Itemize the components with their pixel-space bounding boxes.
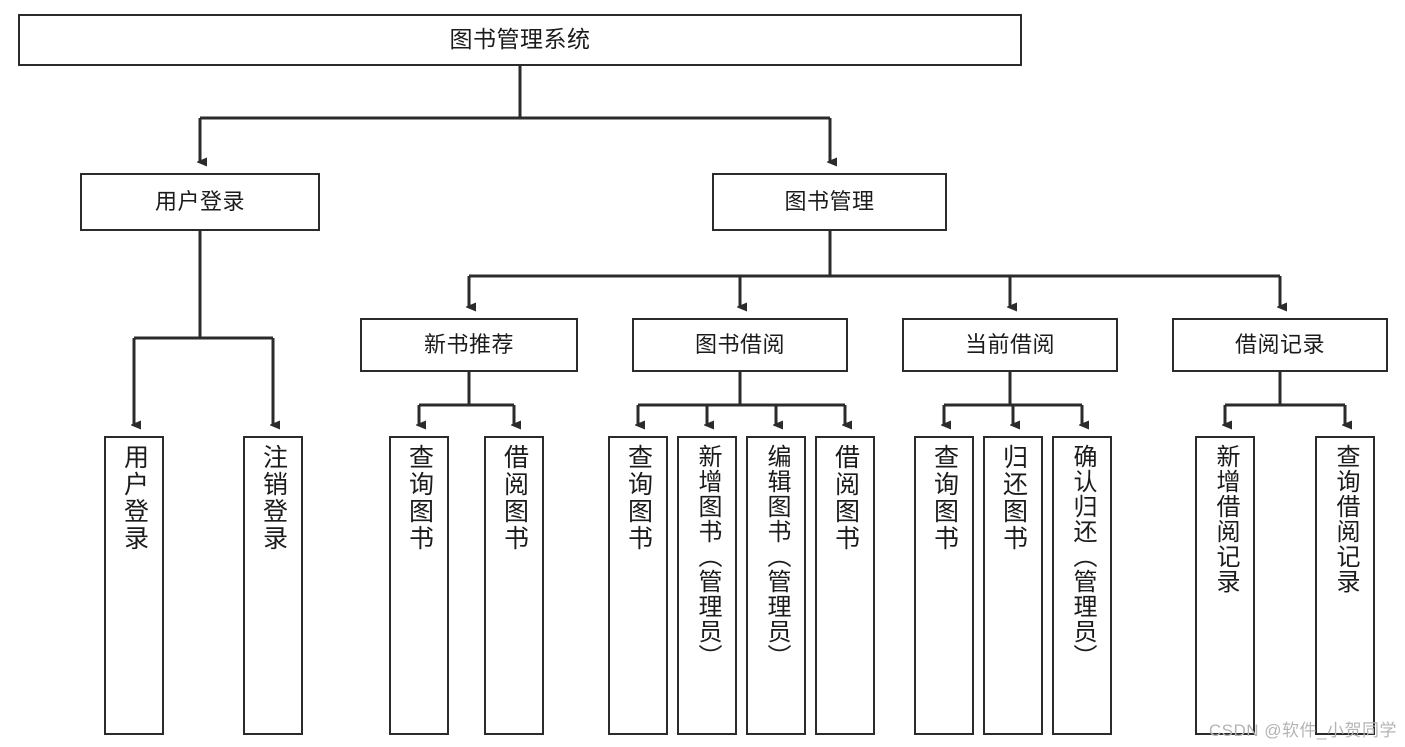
node-label: 当前借阅 [964, 332, 1055, 358]
node-label: 用户登录 [154, 189, 245, 215]
node-label: 新书推荐 [423, 332, 514, 358]
node-label: 图书管理 [784, 189, 875, 215]
node-label: 用户登录 [120, 444, 149, 552]
node-leaf-query-book-2[interactable]: 查询图书 [608, 436, 668, 735]
node-label: 查询借阅记录 [1332, 444, 1359, 594]
node-leaf-confirm-ret[interactable]: 确认归还（管理员） [1052, 436, 1112, 735]
node-leaf-query-book-3[interactable]: 查询图书 [914, 436, 974, 735]
node-label: 归还图书 [999, 444, 1028, 552]
node-label: 查询图书 [405, 444, 434, 552]
node-label: 注销登录 [259, 444, 288, 552]
node-new-book-rec[interactable]: 新书推荐 [360, 318, 578, 372]
node-label: 借阅记录 [1234, 332, 1325, 358]
node-leaf-logout[interactable]: 注销登录 [243, 436, 303, 735]
node-label: 查询图书 [930, 444, 959, 552]
watermark-text: CSDN @软件_小贺同学 [1208, 721, 1397, 740]
node-label: 编辑图书（管理员） [763, 444, 790, 669]
node-label: 借阅图书 [831, 444, 860, 552]
node-label: 图书借阅 [694, 332, 785, 358]
node-book-borrow[interactable]: 图书借阅 [632, 318, 848, 372]
node-leaf-borrow-book-1[interactable]: 借阅图书 [484, 436, 544, 735]
node-borrow-record[interactable]: 借阅记录 [1172, 318, 1388, 372]
node-leaf-add-record[interactable]: 新增借阅记录 [1195, 436, 1255, 735]
node-leaf-return-book[interactable]: 归还图书 [983, 436, 1043, 735]
node-book-manage[interactable]: 图书管理 [712, 173, 947, 231]
node-leaf-query-book-1[interactable]: 查询图书 [389, 436, 449, 735]
node-label: 查询图书 [624, 444, 653, 552]
node-current-borrow[interactable]: 当前借阅 [902, 318, 1118, 372]
node-user-login[interactable]: 用户登录 [80, 173, 320, 231]
node-label: 新增借阅记录 [1212, 444, 1239, 594]
node-leaf-user-login[interactable]: 用户登录 [104, 436, 164, 735]
node-root[interactable]: 图书管理系统 [18, 14, 1022, 66]
node-leaf-add-book[interactable]: 新增图书（管理员） [677, 436, 737, 735]
node-label: 确认归还（管理员） [1069, 444, 1096, 669]
node-leaf-edit-book[interactable]: 编辑图书（管理员） [746, 436, 806, 735]
node-leaf-borrow-book-2[interactable]: 借阅图书 [815, 436, 875, 735]
node-leaf-query-record[interactable]: 查询借阅记录 [1315, 436, 1375, 735]
node-label: 新增图书（管理员） [694, 444, 721, 669]
node-label: 图书管理系统 [449, 26, 591, 53]
node-label: 借阅图书 [500, 444, 529, 552]
